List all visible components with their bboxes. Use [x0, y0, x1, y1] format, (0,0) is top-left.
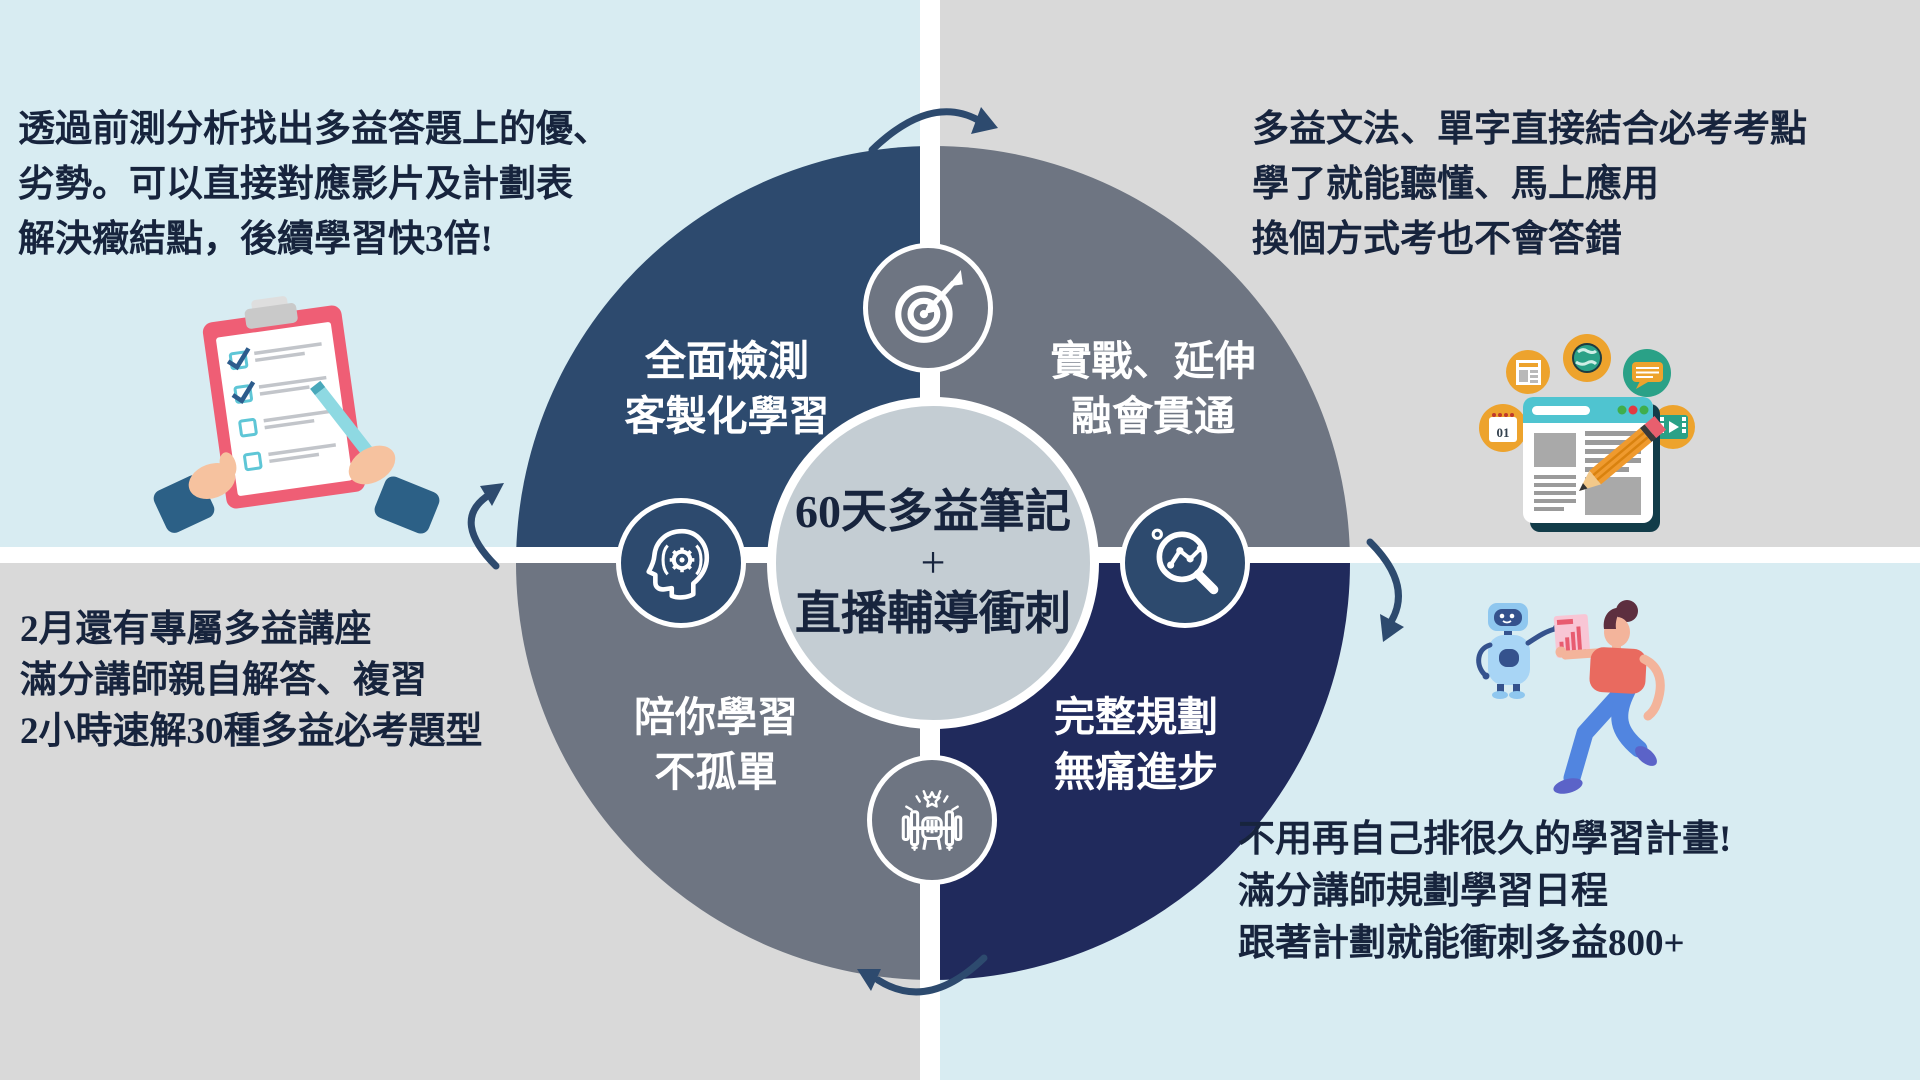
globe-badge	[1563, 334, 1611, 382]
callout-line: 解決癥結點，後續學習快3倍!	[18, 219, 493, 260]
label-line: 實戰、延伸	[1050, 338, 1256, 384]
analysis-icon-circle	[1120, 498, 1250, 628]
callout-bottom-right: 不用再自己排很久的學習計畫! 滿分講師規劃學習日程 跟著計劃就能衝刺多益800+	[1238, 814, 1731, 970]
callout-line: 跟著計劃就能衝刺多益800+	[1238, 923, 1685, 964]
center-title-line2: 直播輔導衝刺	[795, 588, 1071, 639]
callout-line: 學了就能聽懂、馬上應用	[1252, 164, 1659, 205]
center-plus-sign: +	[920, 538, 946, 587]
callout-line: 換個方式考也不會答錯	[1252, 219, 1622, 260]
video-badge	[1651, 405, 1695, 449]
label-line: 不孤單	[654, 749, 778, 795]
hands	[153, 445, 440, 534]
mind-icon-circle	[616, 498, 746, 628]
newspaper-badge	[1506, 350, 1550, 394]
label-line: 客製化學習	[624, 393, 830, 439]
center-title-line1: 60天多益筆記	[795, 486, 1071, 537]
center-title-badge: 60天多益筆記 + 直播輔導衝刺	[767, 397, 1099, 729]
callout-line: 不用再自己排很久的學習計畫!	[1238, 819, 1732, 860]
robot	[1476, 603, 1561, 699]
cycle-wheel	[516, 146, 1350, 980]
wheel-label-bottom-left: 陪你學習 不孤單	[516, 690, 916, 800]
strength-icon-circle	[867, 755, 997, 885]
callout-line: 透過前測分析找出多益答題上的優、	[18, 109, 610, 150]
robot-and-runner-illustration	[1476, 600, 1665, 794]
label-line: 融會貫通	[1071, 393, 1235, 439]
chat-badge	[1623, 349, 1671, 397]
wheel-label-top-right: 實戰、延伸 融會貫通	[953, 334, 1353, 444]
calendar-day-label: 01	[1497, 425, 1510, 440]
head-gear-icon	[646, 528, 709, 600]
runner-woman	[1553, 600, 1665, 794]
magnifier-chart-icon	[1151, 528, 1219, 595]
pencil	[1579, 415, 1667, 491]
label-line: 無痛進步	[1054, 749, 1218, 795]
label-line: 全面檢測	[645, 338, 809, 384]
label-line: 陪你學習	[634, 694, 798, 740]
calendar-badge: 01	[1479, 404, 1527, 452]
label-line: 完整規劃	[1054, 694, 1218, 740]
callout-line: 2月還有專屬多益講座	[20, 609, 372, 650]
callout-top-right: 多益文法、單字直接結合必考考點 學了就能聽懂、馬上應用 換個方式考也不會答錯	[1252, 102, 1807, 267]
browser-window	[1523, 397, 1660, 532]
wheel-label-top-left: 全面檢測 客製化學習	[527, 334, 927, 444]
callout-line: 多益文法、單字直接結合必考考點	[1252, 109, 1807, 150]
callout-line: 滿分講師親自解答、複習	[20, 660, 427, 701]
online-learning-browser-illustration: 01	[1479, 334, 1695, 532]
callout-line: 滿分講師規劃學習日程	[1238, 871, 1608, 912]
callout-line: 2小時速解30種多益必考題型	[20, 711, 483, 752]
clipboard-checklist-illustration	[153, 296, 440, 534]
callout-top-left: 透過前測分析找出多益答題上的優、 劣勢。可以直接對應影片及計劃表 解決癥結點，後…	[18, 102, 610, 267]
wheel-label-bottom-right: 完整規劃 無痛進步	[936, 690, 1336, 800]
fist-dumbbell-icon	[901, 790, 963, 851]
target-icon-circle	[863, 243, 993, 373]
callout-bottom-left: 2月還有專屬多益講座 滿分講師親自解答、複習 2小時速解30種多益必考題型	[20, 604, 483, 757]
callout-line: 劣勢。可以直接對應影片及計劃表	[18, 164, 573, 205]
target-arrow-icon	[895, 270, 963, 343]
